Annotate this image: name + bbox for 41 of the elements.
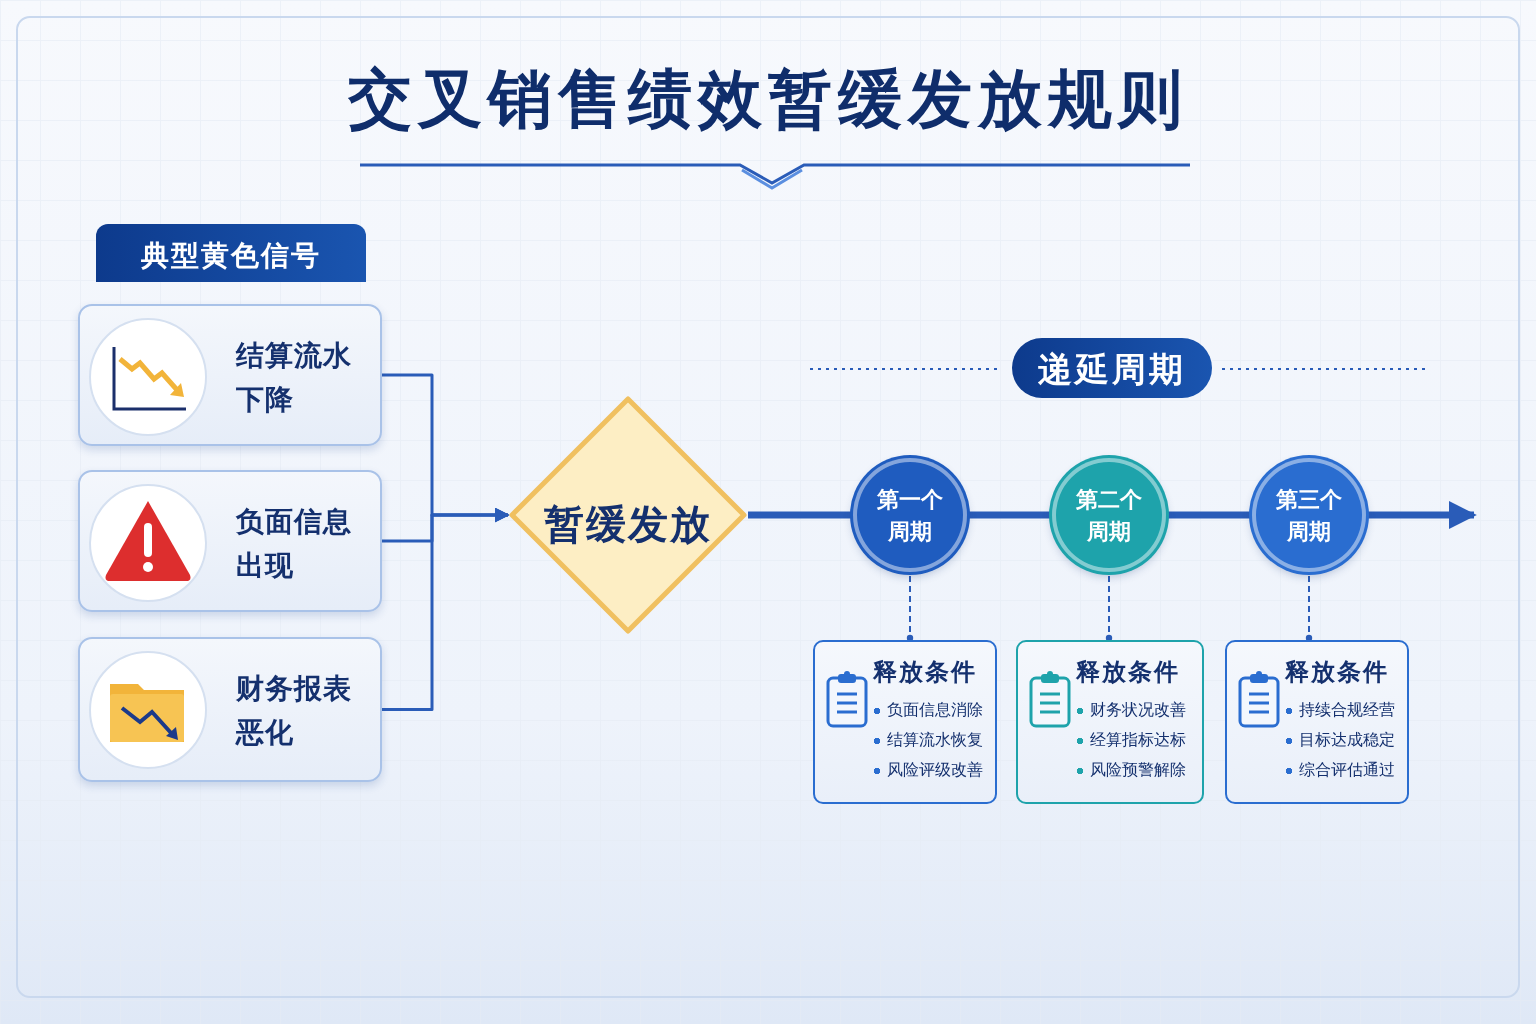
card-heading: 释放条件 (1076, 657, 1180, 688)
connector-line (1305, 575, 1313, 642)
signal-text: 结算流水下降 (236, 338, 353, 418)
bullet-item: 负面信息消除 (873, 700, 983, 721)
bullet-item: 结算流水恢复 (873, 730, 983, 751)
section-tab (96, 224, 366, 282)
title: 交叉销售绩效暂缓发放规则 (347, 61, 1189, 138)
card-heading: 释放条件 (873, 657, 977, 688)
bullet-item: 目标达成稳定 (1285, 730, 1395, 751)
bullet-item: 经算指标达标 (1076, 730, 1186, 751)
signal-card (78, 304, 382, 446)
period-circle (1052, 458, 1166, 572)
signal-card (78, 637, 382, 782)
period-label: 第二个周期 (1075, 486, 1143, 546)
signal-text: 财务报表恶化 (236, 671, 353, 751)
section-heading: 典型黄色信号 (140, 238, 322, 274)
bullet-item: 综合评估通过 (1285, 760, 1395, 781)
card-heading: 释放条件 (1285, 657, 1389, 688)
bullet-item: 持续合规经营 (1285, 700, 1395, 721)
period-badge (1012, 338, 1212, 398)
connector-line (967, 511, 1052, 519)
decision-diamond (508, 395, 748, 635)
arrow (1366, 501, 1477, 529)
bullet-item: 风险预警解除 (1076, 760, 1186, 781)
period-circle (1252, 458, 1366, 572)
connector-line (1105, 575, 1113, 642)
period-circle (853, 458, 967, 572)
connector-line (1166, 511, 1252, 519)
arrow (382, 507, 510, 711)
period-heading: 递延周期 (1037, 348, 1187, 391)
signal-card (78, 470, 382, 612)
period-label: 第三个周期 (1275, 486, 1343, 546)
condition-card (1225, 640, 1409, 804)
decision-label: 暂缓发放 (543, 500, 713, 549)
condition-card (1016, 640, 1204, 804)
bullet-item: 风险评级改善 (873, 760, 983, 781)
connector-line (906, 575, 914, 642)
condition-card (813, 640, 997, 804)
period-label: 第一个周期 (876, 486, 944, 546)
signal-text: 负面信息出现 (236, 504, 353, 584)
bullet-item: 财务状况改善 (1076, 700, 1186, 721)
